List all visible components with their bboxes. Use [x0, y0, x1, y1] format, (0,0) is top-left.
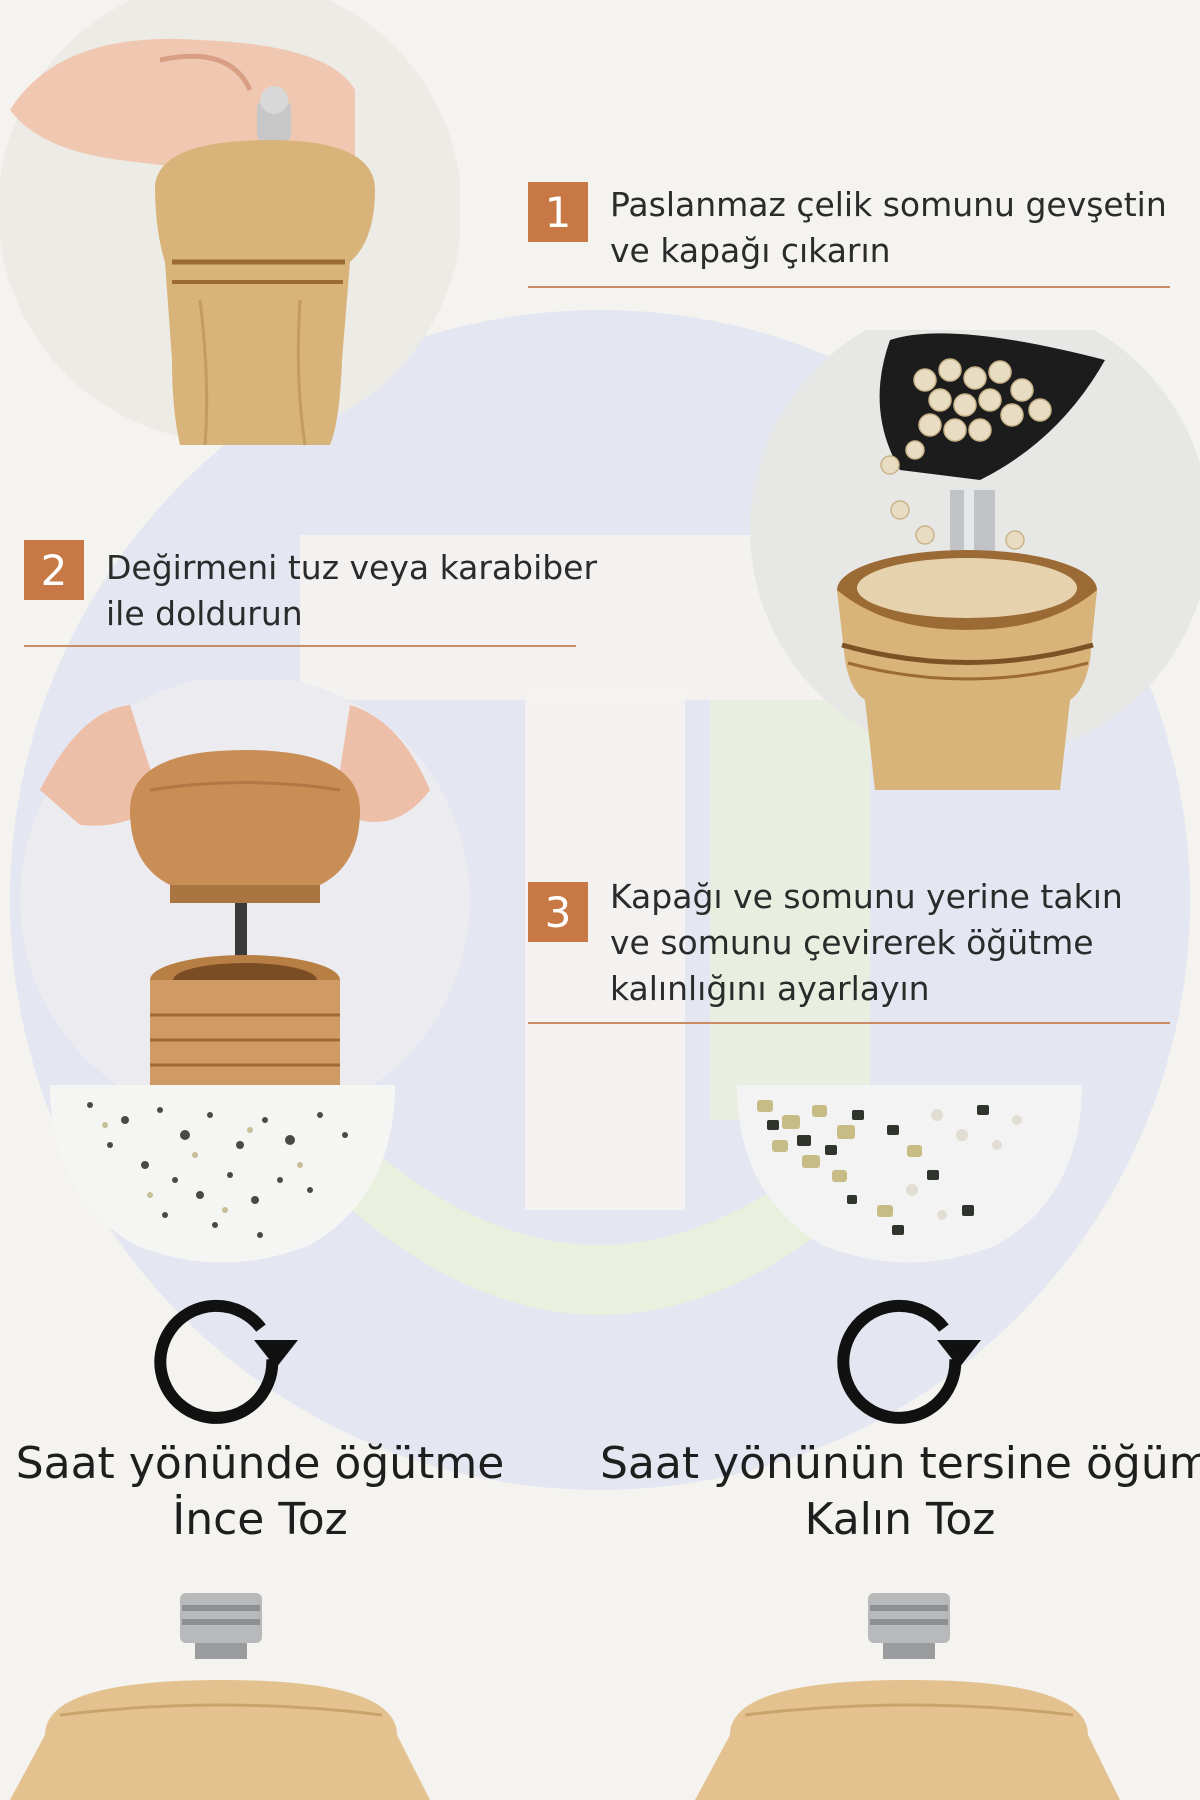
rotate-clockwise-icon [150, 1280, 300, 1430]
step-3-line-2: ve somunu çevirerek öğütme [610, 923, 1094, 962]
mill-filling-photo [750, 330, 1200, 800]
step-2-text: Değirmeni tuz veya karabiber ile dolduru… [106, 545, 626, 637]
step-1-line-1: Paslanmaz çelik somunu gevşetin [610, 185, 1167, 224]
step-2-number: 2 [24, 540, 84, 600]
rotate-counterclockwise-icon [833, 1280, 983, 1430]
mill-top-right [680, 1585, 1150, 1800]
step-3-text: Kapağı ve somunu yerine takın ve somunu … [610, 874, 1190, 1012]
step-3-line-1: Kapağı ve somunu yerine takın [610, 877, 1123, 916]
step-3-number: 3 [528, 882, 588, 942]
step-2-line-2: ile doldurun [106, 594, 303, 633]
counterclockwise-caption-line-1: Saat yönünün tersine öğüme [600, 1438, 1200, 1489]
step-2-line-1: Değirmeni tuz veya karabiber [106, 548, 598, 587]
step-2-divider [24, 645, 576, 647]
step-1-divider [528, 286, 1170, 288]
counterclockwise-caption: Saat yönünün tersine öğüme Kalın Toz [600, 1436, 1200, 1548]
clockwise-caption-line-2: İnce Toz [172, 1494, 348, 1545]
coarse-powder-sample [737, 1085, 1082, 1265]
step-1-line-2: ve kapağı çıkarın [610, 231, 891, 270]
mill-assembly-photo [20, 680, 470, 1090]
clockwise-caption-line-1: Saat yönünde öğütme [15, 1438, 505, 1489]
clockwise-caption: Saat yönünde öğütme İnce Toz [0, 1436, 520, 1548]
step-1-number: 1 [528, 182, 588, 242]
step-1-text: Paslanmaz çelik somunu gevşetin ve kapağ… [610, 182, 1190, 274]
fine-powder-sample [50, 1085, 395, 1265]
mill-top-left [0, 1585, 450, 1800]
step-3-divider [528, 1022, 1170, 1024]
mill-cap-photo [0, 0, 460, 445]
counterclockwise-caption-line-2: Kalın Toz [804, 1494, 996, 1545]
step-3-line-3: kalınlığını ayarlayın [610, 969, 930, 1008]
